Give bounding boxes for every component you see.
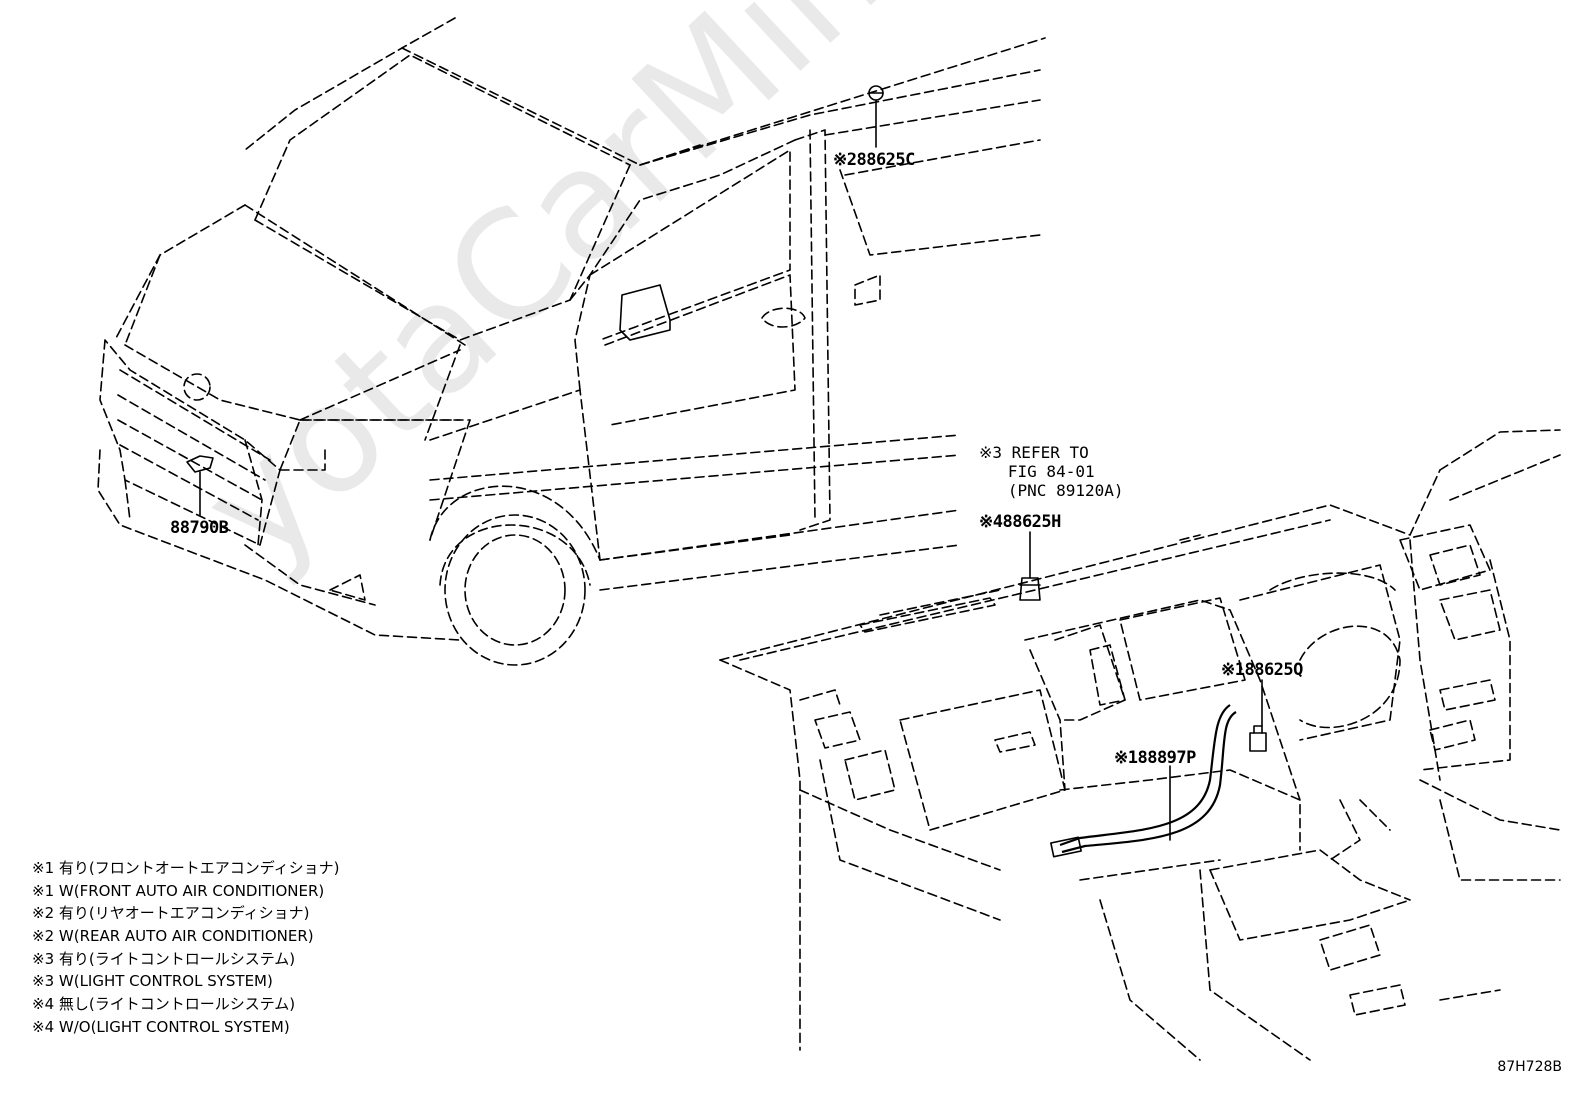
part-label-88625Q: ※188625Q [1221,660,1303,680]
van-illustration [97,17,1046,666]
part-label-88625C: ※288625C [833,150,915,170]
part-label-88790B: 88790B [170,518,229,538]
reference-note: ※3 REFER TO FIG 84-01 (PNC 89120A) [979,443,1124,500]
dashboard-illustration [719,429,1561,1061]
legend-item: ※1 W(FRONT AUTO AIR CONDITIONER) [32,881,325,900]
legend-item: ※2 有り(リヤオートエアコンディショナ) [32,904,310,923]
part-label-88625H: ※488625H [979,512,1061,532]
legend-item: ※4 W/O(LIGHT CONTROL SYSTEM) [32,1017,290,1036]
legend-item: ※2 W(REAR AUTO AIR CONDITIONER) [32,927,314,946]
front-sensor-shape [186,455,214,473]
legend-item: ※1 有り(フロントオートエアコンディショナ) [32,859,340,877]
legend-item: ※4 無し(ライトコントロールシステム) [32,995,296,1014]
diagram-code: 87H728B [1497,1059,1562,1075]
legend: ※1 有り(フロントオートエアコンディショナ) ※1 W(FRONT AUTO … [32,857,340,1039]
legend-item: ※3 有り(ライトコントロールシステム) [32,949,296,968]
part-label-88897P: ※188897P [1114,748,1196,768]
legend-item: ※3 W(LIGHT CONTROL SYSTEM) [32,972,273,991]
